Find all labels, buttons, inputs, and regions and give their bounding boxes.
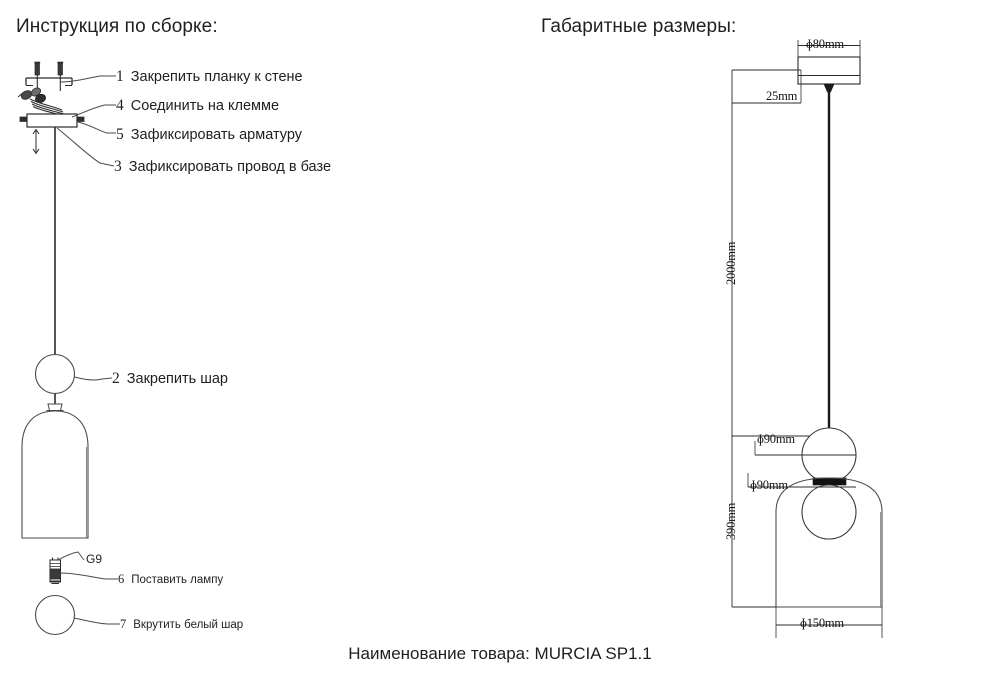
cord-length-dimension (731, 70, 829, 437)
assembly-step-3: 3 Зафиксировать провод в базе (114, 158, 331, 176)
leader-line-step-4 (71, 104, 116, 118)
assembly-step-5-number: 5 (116, 126, 124, 143)
assembly-step-5: 5 Зафиксировать арматуру (116, 126, 302, 144)
leader-line-step-5 (77, 121, 116, 134)
assembly-step-1-number: 1 (116, 68, 124, 85)
upper-globe-diameter-label: ɸ90mm (757, 432, 795, 446)
assembly-step-3-text: Зафиксировать провод в базе (128, 159, 332, 175)
leader-line-step-6 (60, 572, 118, 580)
terminal-block-and-wires (17, 87, 66, 117)
shade-diameter-dimension (775, 607, 883, 638)
canopy-height-label: 25mm (766, 89, 798, 103)
assembly-step-6: 6 Поставить лампу (118, 572, 223, 587)
assembly-step-2-number: 2 (112, 370, 120, 387)
cord-length-label: 2000mm (724, 241, 738, 285)
assembly-step-2: 2 Закрепить шар (112, 370, 228, 388)
shade-diameter-label: ɸ150mm (800, 616, 844, 630)
assembly-diagram (17, 61, 120, 636)
assembly-step-4: 4 Соединить на клемме (116, 97, 279, 115)
assembly-step-5-text: Зафиксировать арматуру (130, 127, 302, 143)
assembly-step-7-text: Вкрутить белый шар (133, 619, 244, 631)
product-name-title: Наименование товара: MURCIA SP1.1 (348, 644, 652, 663)
glass-shade (21, 410, 89, 539)
ball-shade-connector (46, 393, 64, 412)
g9-socket-label: G9 (86, 552, 103, 566)
assembly-step-1: 1 Закрепить планку к стене (116, 68, 303, 86)
g9-bulb (49, 557, 61, 584)
wall-plate-with-screws (25, 61, 73, 91)
leader-line-step-2 (74, 376, 113, 381)
white-ball (34, 594, 76, 636)
lower-globe-diameter-label: ɸ90mm (750, 478, 788, 492)
assembly-step-4-text: Соединить на клемме (130, 98, 280, 114)
leader-line-step-3 (56, 127, 115, 167)
upper-glass-ball (34, 353, 76, 395)
dimension-drawing (731, 40, 883, 638)
assembly-step-4-number: 4 (116, 97, 124, 114)
assembly-step-2-text: Закрепить шар (126, 371, 228, 387)
overall-dimensions-heading: Габаритные размеры: (541, 16, 737, 37)
assembly-step-6-number: 6 (118, 572, 125, 586)
assembly-step-1-text: Закрепить планку к стене (130, 69, 303, 85)
glass-shade-outline (775, 477, 883, 608)
upper-globe (754, 427, 857, 483)
canopy-diameter-label: ɸ80mm (806, 37, 844, 51)
fixture-height-dimension (731, 436, 776, 608)
assembly-step-7: 7 Вкрутить белый шар (120, 617, 243, 632)
leader-line-g9 (57, 551, 85, 561)
base-armature-box (19, 113, 85, 155)
assembly-step-7-number: 7 (120, 617, 127, 631)
canopy-height-dimension (732, 69, 802, 104)
ceiling-canopy (797, 40, 861, 85)
fixture-height-label: 390mm (724, 502, 738, 540)
assembly-step-3-number: 3 (114, 158, 122, 175)
assembly-step-6-text: Поставить лампу (131, 574, 224, 586)
cord-cone (823, 83, 835, 93)
leader-line-step-1 (60, 75, 116, 83)
assembly-instructions-heading: Инструкция по сборке: (16, 16, 218, 37)
leader-line-step-7 (73, 617, 120, 625)
lower-globe (747, 473, 857, 540)
